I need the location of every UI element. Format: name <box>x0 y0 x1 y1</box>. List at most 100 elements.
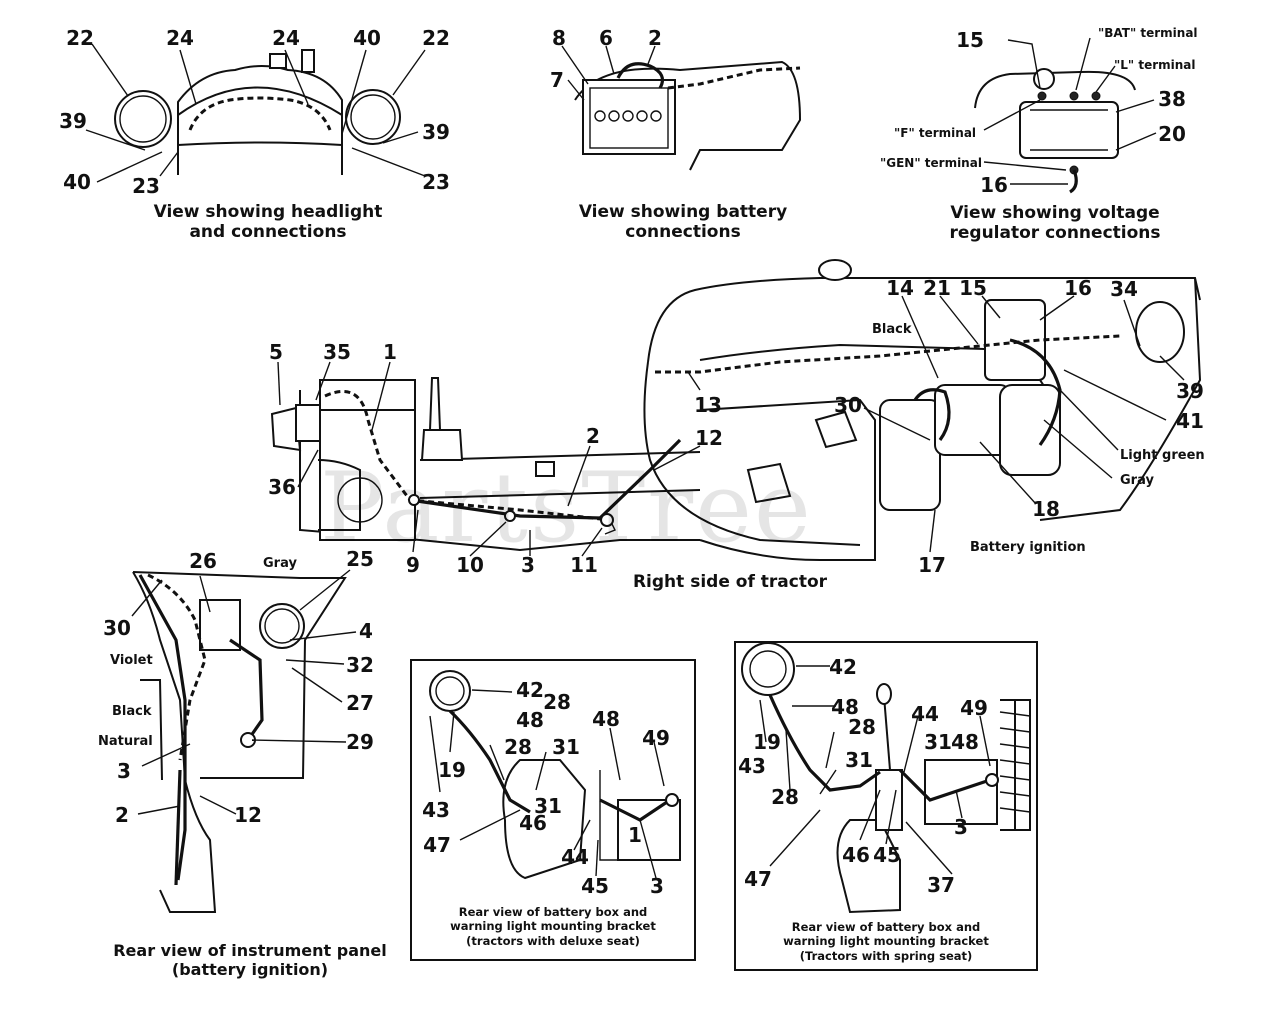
callout-number: 22 <box>66 26 94 50</box>
callout-number: 23 <box>422 170 450 194</box>
callout-number: 30 <box>103 616 131 640</box>
callout-number: 20 <box>1158 122 1186 146</box>
deluxe-seat-caption: Rear view of battery box and warning lig… <box>418 905 688 948</box>
callout-number: 49 <box>960 696 988 720</box>
callout-number: 27 <box>346 691 374 715</box>
caption-line: Rear view of battery box and <box>791 920 981 934</box>
caption-line: (battery ignition) <box>171 959 329 979</box>
callout-number: 2 <box>115 803 129 827</box>
caption-line: (Tractors with spring seat) <box>799 948 973 963</box>
callout-number: 36 <box>268 475 296 499</box>
callout-number: 3 <box>650 874 664 898</box>
callout-number: 46 <box>519 811 547 835</box>
callout-number: 28 <box>504 735 532 759</box>
light-green-wire-label: Light green <box>1120 448 1205 463</box>
callout-number: 5 <box>269 340 283 364</box>
caption-line: and connections <box>189 222 347 243</box>
caption-line: (tractors with deluxe seat) <box>466 933 640 948</box>
callout-number: 31 <box>552 735 580 759</box>
callout-number: 49 <box>642 726 670 750</box>
callout-number: 12 <box>695 426 723 450</box>
callout-number: 1 <box>628 823 642 847</box>
callout-number: 39 <box>422 120 450 144</box>
gray-wire-label-panel: Gray <box>263 556 297 571</box>
callout-number: 39 <box>59 109 87 133</box>
callout-number: 14 <box>886 276 914 300</box>
callout-number: 13 <box>694 393 722 417</box>
right-side-caption: Right side of tractor <box>632 572 828 592</box>
callout-number: 45 <box>581 874 609 898</box>
headlight-view-drawing <box>85 43 426 183</box>
callout-number: 25 <box>346 547 374 571</box>
callout-number: 21 <box>923 276 951 300</box>
black-wire-label: Black <box>872 322 912 337</box>
callout-number: 3 <box>954 815 968 839</box>
instrument-panel-drawing <box>131 569 357 913</box>
callout-number: 44 <box>561 845 589 869</box>
callout-number: 40 <box>63 170 91 194</box>
callout-number: 31 <box>924 730 952 754</box>
callout-number: 43 <box>422 798 450 822</box>
callout-number: 28 <box>848 715 876 739</box>
callout-number: 42 <box>829 655 857 679</box>
callout-number: 47 <box>423 833 451 857</box>
callout-number: 48 <box>951 730 979 754</box>
callout-number: 38 <box>1158 87 1186 111</box>
spring-seat-inset-drawing <box>734 641 1038 971</box>
callout-number: 6 <box>599 26 613 50</box>
black-wire-label-panel: Black <box>112 704 152 719</box>
caption-line: warning light mounting bracket <box>783 934 989 949</box>
callout-number: 47 <box>744 867 772 891</box>
gen-terminal-label: "GEN" terminal <box>880 156 982 170</box>
callout-number: 35 <box>323 340 351 364</box>
callout-number: 37 <box>927 873 955 897</box>
callout-number: 24 <box>166 26 194 50</box>
callout-number: 1 <box>383 340 397 364</box>
caption-line: Rear view of instrument panel <box>113 941 387 960</box>
violet-wire-label: Violet <box>110 653 153 668</box>
callout-number: 43 <box>738 754 766 778</box>
bat-terminal-label: "BAT" terminal <box>1098 26 1198 40</box>
battery-ignition-label: Battery ignition <box>970 540 1086 555</box>
callout-number: 34 <box>1110 277 1138 301</box>
callout-number: 12 <box>234 803 262 827</box>
callout-number: 8 <box>552 26 566 50</box>
callout-number: 9 <box>406 553 420 577</box>
callout-number: 19 <box>438 758 466 782</box>
callout-number: 11 <box>570 553 598 577</box>
callout-number: 46 <box>842 843 870 867</box>
callout-number: 28 <box>543 690 571 714</box>
callout-number: 31 <box>534 794 562 818</box>
gray-wire-label: Gray <box>1120 473 1154 488</box>
callout-number: 2 <box>648 26 662 50</box>
caption-line: warning light mounting bracket <box>450 919 656 934</box>
callout-number: 45 <box>873 843 901 867</box>
callout-number: 40 <box>353 26 381 50</box>
callout-number: 31 <box>845 748 873 772</box>
callout-number: 15 <box>959 276 987 300</box>
callout-number: 23 <box>132 174 160 198</box>
callout-number: 17 <box>918 553 946 577</box>
l-terminal-label: "L" terminal <box>1114 58 1196 72</box>
regulator-view-drawing <box>974 37 1157 194</box>
callout-number: 24 <box>272 26 300 50</box>
deluxe-seat-inset-drawing <box>410 659 696 961</box>
callout-number: 3 <box>117 759 131 783</box>
caption-line: View showing battery <box>578 202 788 222</box>
instrument-panel-caption: Rear view of instrument panel (battery i… <box>85 941 415 980</box>
callout-number: 44 <box>911 702 939 726</box>
callout-number: 26 <box>189 549 217 573</box>
callout-number: 16 <box>980 173 1008 197</box>
caption-line: View showing headlight <box>153 202 383 222</box>
callout-number: 16 <box>1064 276 1092 300</box>
battery-view-drawing <box>561 45 802 171</box>
callout-number: 18 <box>1032 497 1060 521</box>
callout-number: 32 <box>346 653 374 677</box>
callout-number: 48 <box>592 707 620 731</box>
callout-number: 4 <box>359 619 373 643</box>
caption-line: regulator connections <box>949 223 1161 244</box>
callout-number: 7 <box>550 68 564 92</box>
headlight-view-caption: View showing headlight and connections <box>118 202 418 242</box>
